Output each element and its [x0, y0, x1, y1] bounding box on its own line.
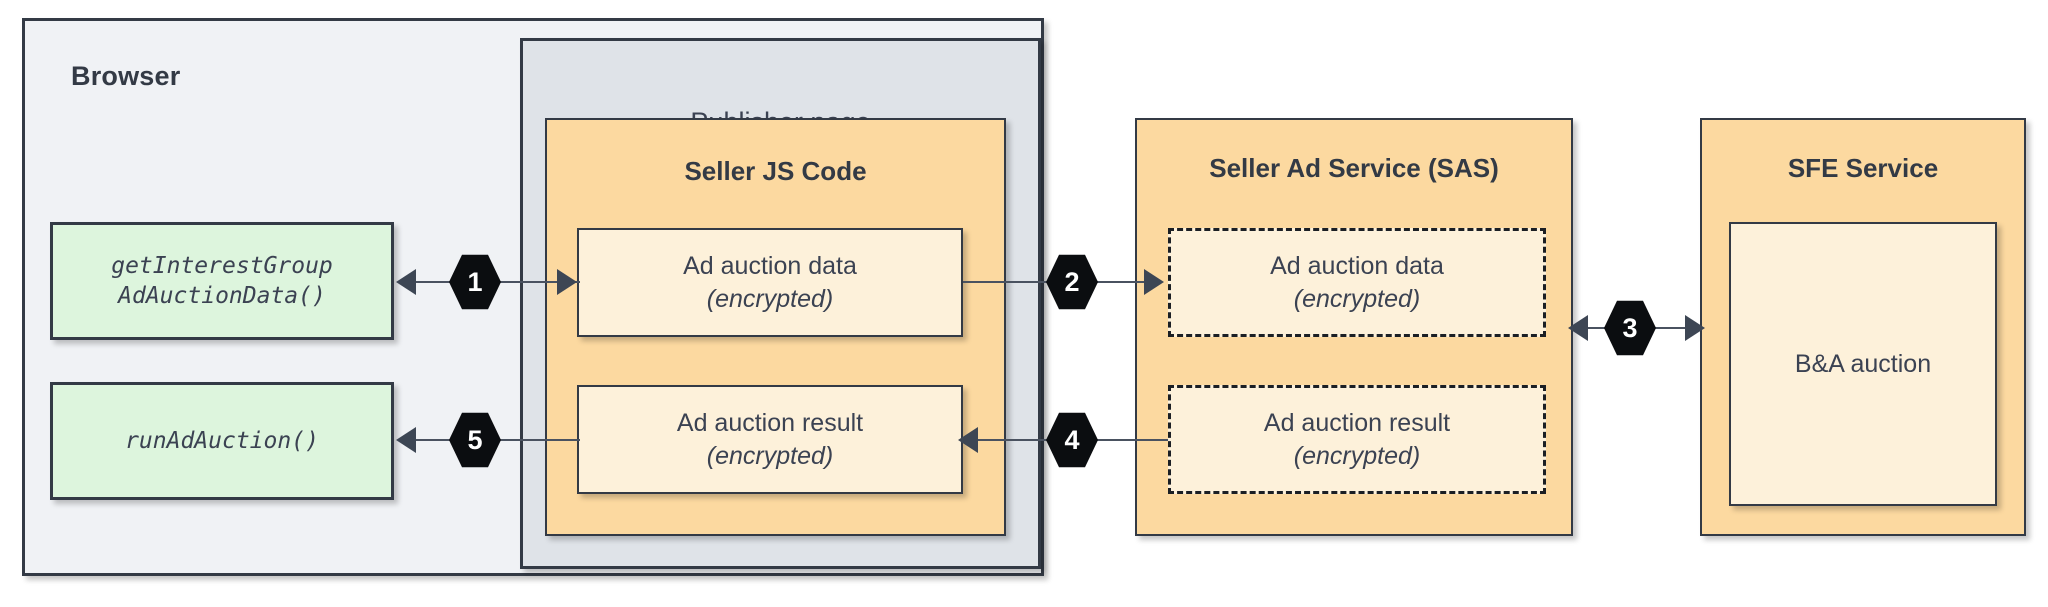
seller-js-ad-auction-result-label: Ad auction result — [676, 409, 864, 437]
call-box-run-ad-auction[interactable]: runAdAuction() — [50, 382, 394, 500]
call-label-run-ad-auction: runAdAuction() — [125, 427, 319, 454]
connector-arrowhead-4 — [958, 427, 978, 453]
connector-arrowhead-1-left — [396, 269, 416, 295]
seller-js-ad-auction-data-label: Ad auction data — [683, 252, 857, 280]
seller-js-ad-auction-data-box[interactable]: Ad auction data (encrypted) — [577, 228, 963, 337]
seller-js-ad-auction-result-sub: (encrypted) — [706, 441, 834, 470]
connector-arrowhead-5 — [396, 427, 416, 453]
browser-title: Browser — [71, 61, 181, 91]
call-box-get-interest-group-ad-auction-data[interactable]: getInterestGroup AdAuctionData() — [50, 222, 394, 340]
sas-ad-auction-result-sub: (encrypted) — [1293, 441, 1421, 470]
step-badge-2: 2 — [1046, 254, 1098, 310]
connector-arrowhead-1-right — [557, 269, 577, 295]
seller-js-ad-auction-result-box[interactable]: Ad auction result (encrypted) — [577, 385, 963, 494]
sfe-service-title: SFE Service — [1787, 153, 1939, 183]
call-label-group-2: runAdAuction() — [125, 426, 319, 456]
sas-ad-auction-data-label: Ad auction data — [1270, 252, 1444, 280]
call-label-line2: AdAuctionData() — [118, 283, 326, 309]
sas-ad-auction-result-box[interactable]: Ad auction result (encrypted) — [1168, 385, 1546, 494]
seller-ad-service-title: Seller Ad Service (SAS) — [1209, 153, 1499, 183]
step-badge-4: 4 — [1046, 412, 1098, 468]
connector-arrowhead-3-left — [1568, 315, 1588, 341]
sas-ad-auction-data-sub: (encrypted) — [1293, 284, 1421, 313]
call-label-group: getInterestGroup AdAuctionData() — [111, 251, 333, 312]
sas-ad-auction-data-box[interactable]: Ad auction data (encrypted) — [1168, 228, 1546, 337]
connector-arrowhead-2 — [1144, 269, 1164, 295]
sas-ad-auction-result-label: Ad auction result — [1263, 409, 1451, 437]
connector-arrowhead-3-right — [1685, 315, 1705, 341]
bna-auction-box[interactable]: B&A auction — [1729, 222, 1997, 506]
bna-auction-label: B&A auction — [1794, 349, 1932, 378]
seller-js-ad-auction-data-sub: (encrypted) — [706, 284, 834, 313]
step-badge-3: 3 — [1604, 300, 1656, 356]
call-label-line1: getInterestGroup — [111, 252, 333, 279]
seller-js-code-title: Seller JS Code — [684, 156, 867, 186]
